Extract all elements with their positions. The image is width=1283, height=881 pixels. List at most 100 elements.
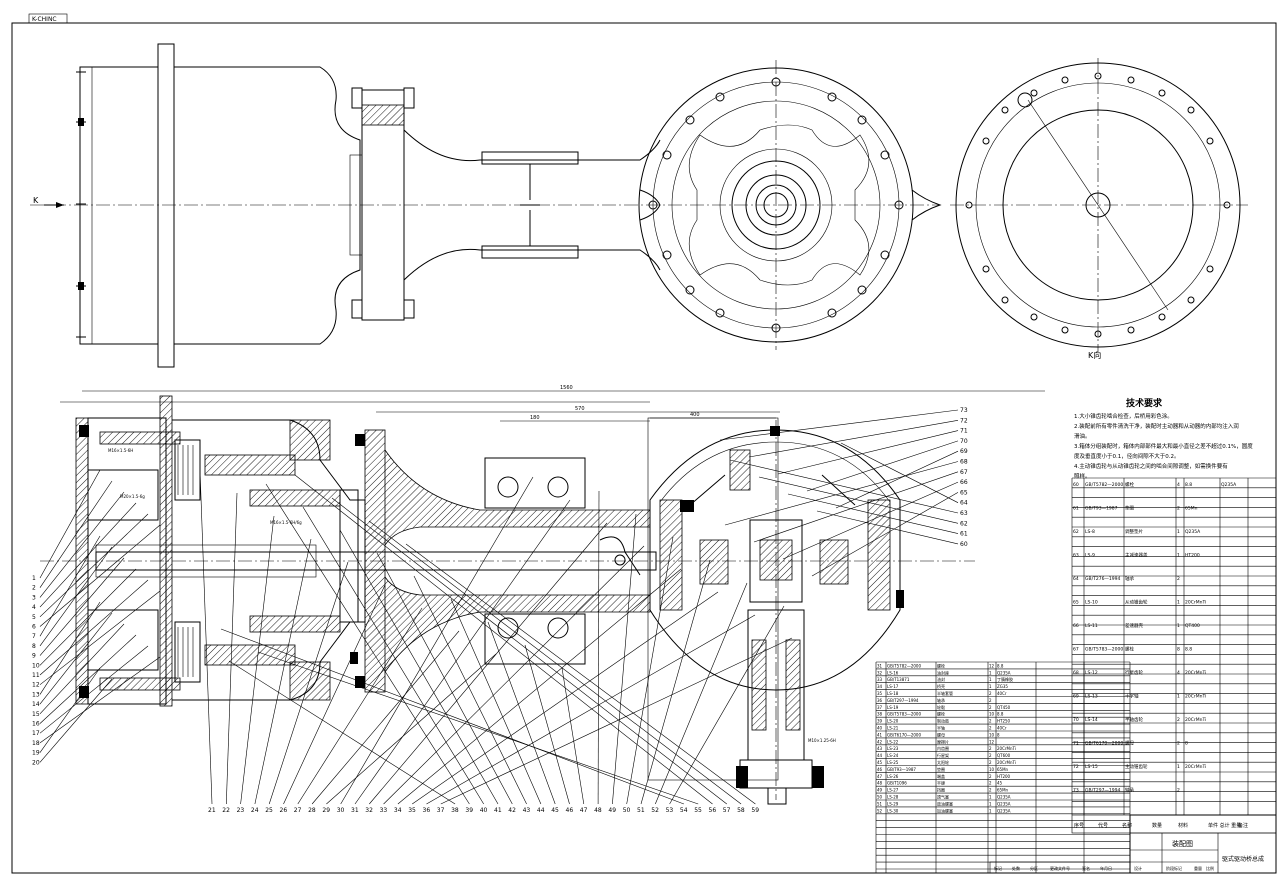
callout-right: 71: [960, 428, 968, 435]
table-cell: 2: [1177, 741, 1180, 747]
table-cell: 2: [989, 753, 992, 758]
table-cell: LS-16: [887, 670, 899, 675]
corner-tag-box: [28, 13, 68, 24]
table-cell: GB/T5782—2000: [887, 663, 921, 668]
table-cell: HT200: [997, 774, 1011, 779]
callout-bottom: 35: [408, 807, 416, 814]
table-cell: 8.8: [1185, 646, 1192, 652]
callout-bottom: 48: [594, 807, 602, 814]
table-cell: 8: [997, 732, 1000, 737]
table-cell: LS-23: [887, 746, 899, 751]
table-cell: 32: [877, 670, 883, 675]
table-cell: 太阳轮: [937, 759, 949, 765]
table-cell: 65Mn: [1185, 505, 1198, 511]
callout-left: 4: [32, 604, 36, 611]
table-cell: 40: [877, 726, 883, 731]
table-cell: 2: [989, 760, 992, 765]
table-cell: 垫圈: [1125, 504, 1134, 511]
callout-bottom: 50: [623, 807, 631, 814]
table-cell: 挡圈: [937, 787, 945, 793]
callout-right: 73: [960, 407, 968, 414]
callout-right: 69: [960, 448, 968, 455]
top-view: K: [30, 43, 1248, 368]
table-cell: 1: [1177, 623, 1180, 629]
callout-left: 1: [32, 575, 36, 582]
table-cell: GB/T297—1994: [887, 698, 919, 703]
table-cell: GB/T1096: [887, 781, 907, 786]
table-cell: LS-8: [1085, 529, 1095, 535]
table-cell: 摩擦片: [937, 738, 949, 744]
callout-bottom: 34: [394, 807, 402, 814]
callout-bottom: 39: [465, 807, 473, 814]
table-cell: 内齿圈: [937, 745, 949, 751]
callout-left: 13: [32, 691, 40, 698]
dim-span-a: 570: [575, 406, 585, 412]
table-cell: 螺栓: [1125, 645, 1134, 652]
callout-bottom: 38: [451, 807, 459, 814]
callout-right: 63: [960, 510, 968, 517]
table-header-cell: 材料: [1178, 822, 1188, 829]
callout-left: 6: [32, 624, 36, 631]
table-header-cell: 备注: [1238, 822, 1248, 829]
table-cell: 33: [877, 677, 883, 682]
table-cell: 差速器壳: [1125, 622, 1143, 629]
table-cell: 主动锥齿轮: [1125, 763, 1148, 770]
callout-bottom: 23: [237, 807, 245, 814]
table-cell: Q235A: [997, 795, 1011, 800]
table-cell: 35: [877, 691, 883, 696]
table-cell: 半轴齿轮: [1125, 716, 1143, 723]
role-scale: 比例: [1206, 865, 1214, 871]
table-cell: 2: [989, 726, 992, 731]
table-cell: LS-15: [1085, 764, 1098, 770]
table-cell: LS-19: [887, 705, 899, 710]
table-cell: 行星架: [937, 752, 949, 758]
callout-left: 8: [32, 643, 36, 650]
table-cell: GB/T276—1994: [1085, 576, 1121, 582]
table-header-cell: 数量: [1152, 822, 1162, 829]
callout-right: 70: [960, 438, 968, 445]
callout-bottom: 46: [566, 807, 574, 814]
callout-right: 65: [960, 489, 968, 496]
table-cell: 65Mn: [997, 788, 1009, 793]
tech-line-5: 度及垂直度小于0.1，径向间隙不大于0.2。: [1074, 452, 1180, 460]
tech-title: 技术要求: [1126, 397, 1163, 409]
table-header-cell: 代号: [1098, 822, 1108, 829]
callout-bottom: 43: [523, 807, 531, 814]
role-date: 年月日: [1100, 865, 1112, 871]
callout-bottom: 26: [280, 807, 288, 814]
table-cell: ZG35: [997, 684, 1008, 689]
tech-requirements: 技术要求 1.大小锥齿轮啮合检查，后桥用彩色涂。 2.装配前所有零件清洗干净，装…: [1074, 397, 1253, 480]
table-cell: 轴承: [1125, 575, 1134, 582]
callout-left: 12: [32, 682, 40, 689]
table-cell: 66: [1073, 623, 1079, 629]
table-cell: 37: [877, 705, 883, 710]
table-cell: 从动锥齿轮: [1125, 598, 1148, 605]
table-cell: Q235A: [997, 808, 1011, 813]
callout-bottom: 54: [680, 807, 688, 814]
table-cell: 36: [877, 698, 883, 703]
table-cell: 2: [1177, 505, 1180, 511]
table-cell: 螺栓: [937, 711, 945, 717]
table-cell: Q235A: [1185, 529, 1201, 535]
table-cell: 61: [1073, 505, 1079, 511]
table-cell: GB/T297—1994: [1085, 788, 1121, 794]
callout-bottom: 51: [637, 807, 645, 814]
table-cell: 72: [1073, 764, 1079, 770]
table-cell: 透气塞: [937, 794, 949, 800]
table-cell: 2: [1177, 576, 1180, 582]
dim-span-c: 180: [530, 415, 540, 421]
spec-label-3: M16×1.5-6H/6g: [270, 520, 302, 525]
callout-bottom: 27: [294, 807, 302, 814]
table-cell: 垫圈: [937, 766, 945, 772]
table-cell: 12: [989, 663, 995, 668]
sheet-border: [11, 22, 1277, 874]
callout-bottom: 58: [737, 807, 745, 814]
callout-right: 60: [960, 541, 968, 548]
tech-line-2: 2.装配前所有零件清洗干净，装配时主动器和从动器的内部均注入润: [1074, 422, 1239, 430]
table-cell: LS-14: [1085, 717, 1098, 723]
table-cell: 52: [877, 808, 883, 813]
callout-right: 61: [960, 531, 968, 538]
callout-bottom: 37: [437, 807, 445, 814]
